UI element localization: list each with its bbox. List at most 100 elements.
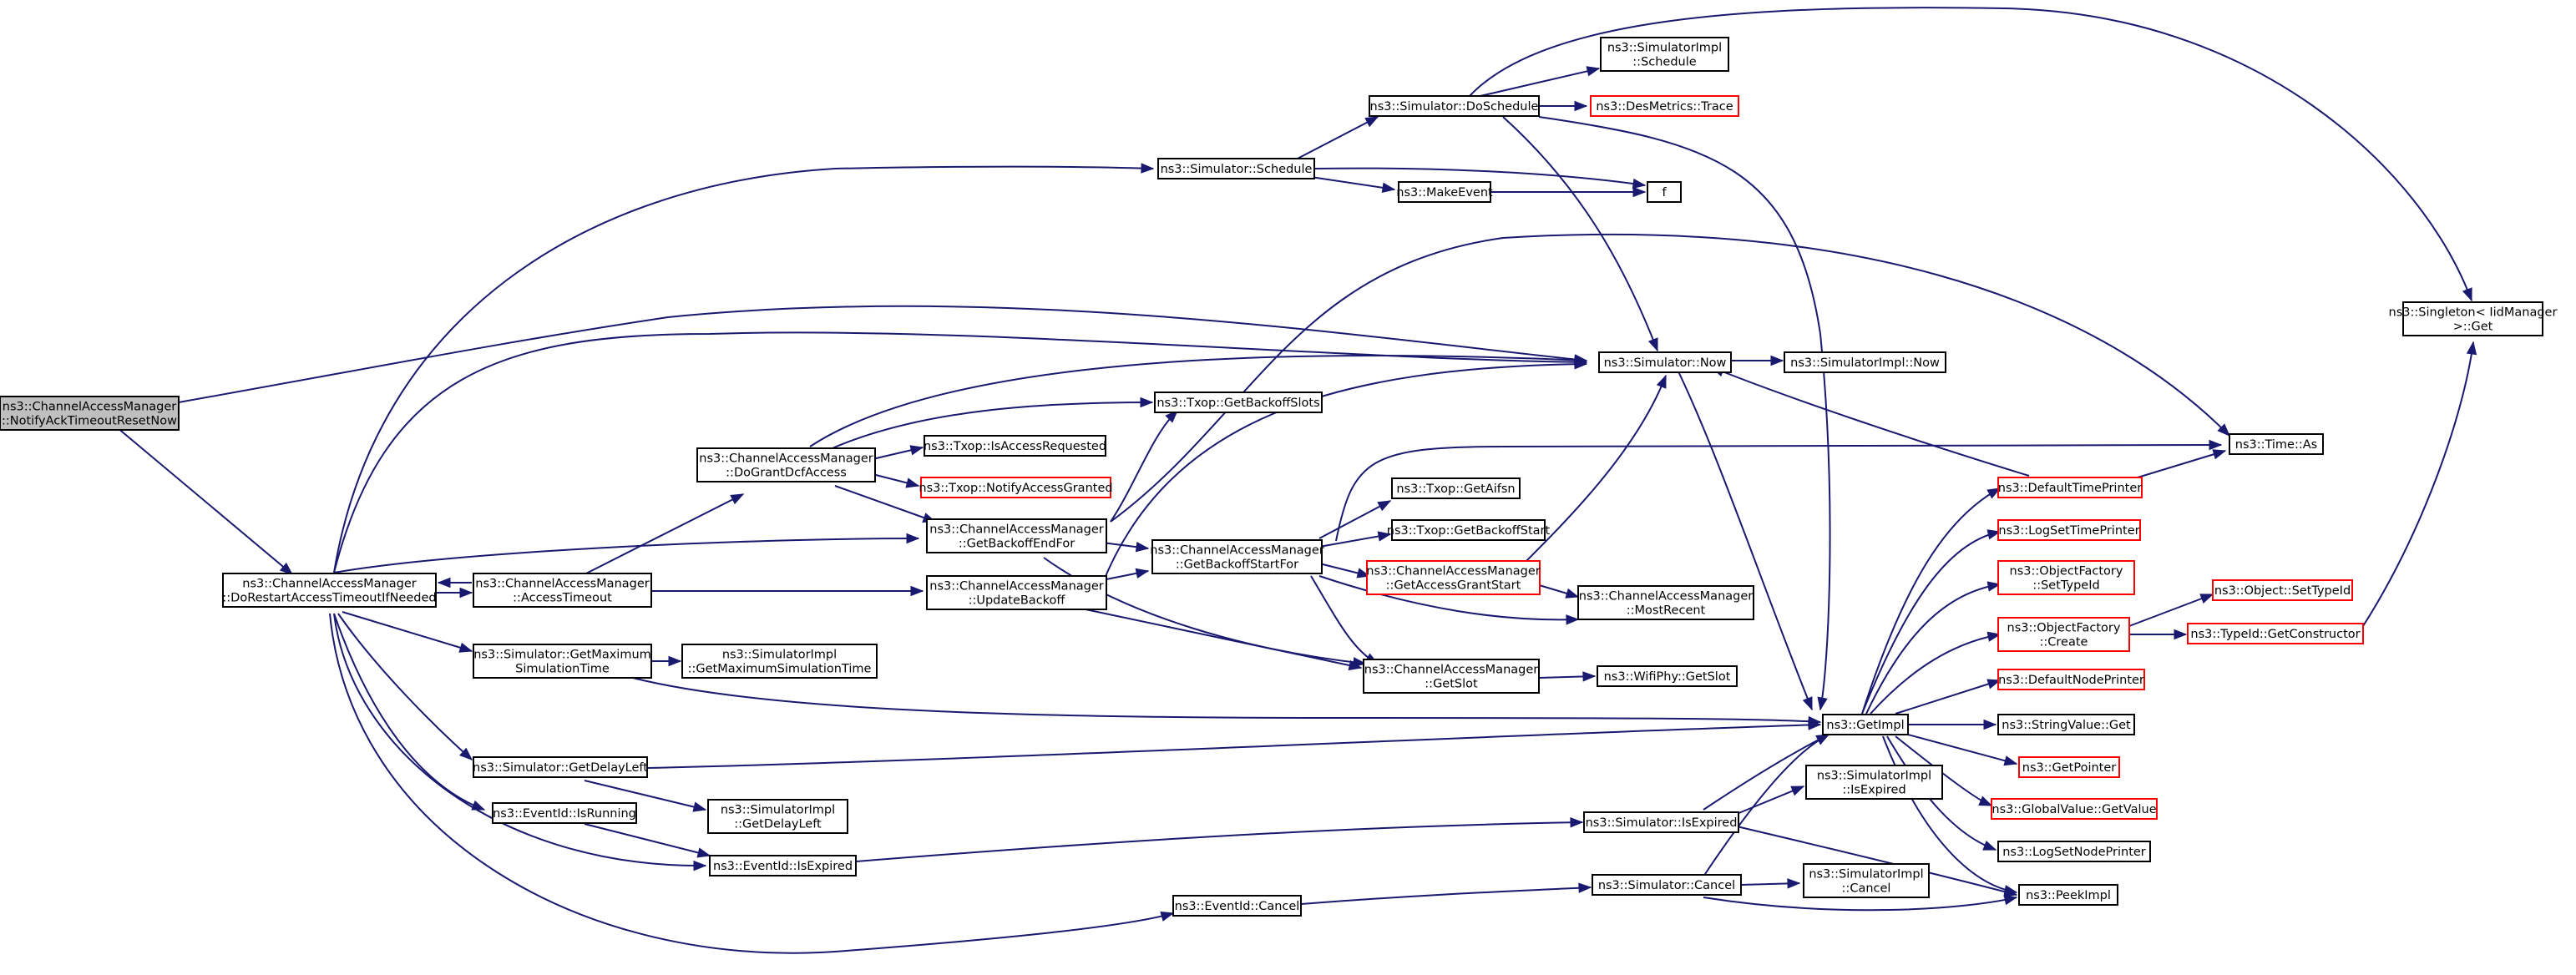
node-label: ns3::Simulator::Cancel xyxy=(1598,879,1735,892)
arrowhead xyxy=(1787,878,1801,889)
node-box xyxy=(1590,95,1739,117)
node-most-recent[interactable]: ns3::ChannelAccessManager::MostRecent xyxy=(1577,585,1754,620)
edge-maxsim-getimpl xyxy=(625,675,1821,723)
node-global-val[interactable]: ns3::GlobalValue::GetValue xyxy=(1991,798,2158,820)
node-backoff-start[interactable]: ns3::ChannelAccessManager::GetBackoffSta… xyxy=(1150,539,1324,574)
node-label: ns3::Txop::GetBackoffStart xyxy=(1387,524,1551,538)
node-box xyxy=(2229,433,2324,455)
node-get-ptr[interactable]: ns3::GetPointer xyxy=(2018,756,2120,778)
node-access-timeout[interactable]: ns3::ChannelAccessManager::AccessTimeout xyxy=(473,573,652,608)
node-access-grant[interactable]: ns3::ChannelAccessManager::GetAccessGran… xyxy=(1366,560,1541,595)
node-impl-expired[interactable]: ns3::SimulatorImpl::IsExpired xyxy=(1805,765,1943,800)
node-label: ns3::Singleton< IidManager xyxy=(2389,306,2558,320)
node-of-set-type[interactable]: ns3::ObjectFactory::SetTypeId xyxy=(1997,560,2135,595)
arrowhead xyxy=(910,585,924,597)
node-label: ::GetBackoffStartFor xyxy=(1176,558,1298,572)
edge-updatebackoff-getslot xyxy=(1085,609,1362,669)
arrowhead xyxy=(1141,163,1155,174)
node-def-time[interactable]: ns3::DefaultTimePrinter xyxy=(1997,477,2143,498)
node-label: ns3::ChannelAccessManager xyxy=(1366,565,1541,578)
arrowhead xyxy=(1364,116,1379,128)
arrowhead xyxy=(1815,734,1830,745)
arrowhead xyxy=(1790,786,1805,796)
node-time-as[interactable]: ns3::Time::As xyxy=(2229,433,2324,455)
node-box xyxy=(473,756,648,778)
node-txop-req[interactable]: ns3::Txop::IsAccessRequested xyxy=(924,435,1106,457)
node-txop-aifsn[interactable]: ns3::Txop::GetAifsn xyxy=(1391,477,1521,499)
node-label: SimulationTime xyxy=(515,663,610,676)
node-label: ns3::GetImpl xyxy=(1826,719,1904,732)
node-box xyxy=(2018,884,2118,906)
node-sim-cancel[interactable]: ns3::Simulator::Cancel xyxy=(1592,874,1742,896)
node-of-create[interactable]: ns3::ObjectFactory::Create xyxy=(1997,617,2130,652)
node-get-impl[interactable]: ns3::GetImpl xyxy=(1822,714,1909,735)
node-root[interactable]: ns3::ChannelAccessManager::NotifyAckTime… xyxy=(0,396,180,431)
node-impl-cancel[interactable]: ns3::SimulatorImpl::Cancel xyxy=(1803,863,1930,898)
node-wifi-slot[interactable]: ns3::WifiPhy::GetSlot xyxy=(1597,665,1738,687)
node-type-ctor[interactable]: ns3::TypeId::GetConstructor xyxy=(2187,623,2364,644)
node-do-grant[interactable]: ns3::ChannelAccessManager::DoGrantDcfAcc… xyxy=(696,447,876,482)
node-event-cancel[interactable]: ns3::EventId::Cancel xyxy=(1172,895,1302,917)
node-txop-notify[interactable]: ns3::Txop::NotifyAccessGranted xyxy=(919,477,1113,498)
edge-dogrant-backoffend xyxy=(834,485,936,523)
arrowhead xyxy=(668,655,682,667)
node-label: ns3::ChannelAccessManager xyxy=(1364,664,1539,677)
node-label: ns3::Txop::IsAccessRequested xyxy=(924,440,1106,453)
arrowhead xyxy=(2466,341,2477,356)
arrowhead xyxy=(1808,720,1822,730)
node-f[interactable]: f xyxy=(1647,181,1682,203)
node-sim-expired[interactable]: ns3::Simulator::IsExpired xyxy=(1583,811,1739,833)
node-update-backoff[interactable]: ns3::ChannelAccessManager::UpdateBackoff xyxy=(926,575,1107,610)
node-make-event[interactable]: ns3::MakeEvent xyxy=(1396,181,1493,203)
node-get-slot[interactable]: ns3::ChannelAccessManager::GetSlot xyxy=(1363,659,1540,694)
node-sim-schedule[interactable]: ns3::Simulator::Schedule xyxy=(1157,158,1315,179)
node-impl-max-sim[interactable]: ns3::SimulatorImpl::GetMaximumSimulation… xyxy=(681,644,878,679)
node-log-set-node[interactable]: ns3::LogSetNodePrinter xyxy=(1997,841,2151,862)
edge-eventexpired-simexpired xyxy=(855,821,1583,862)
arrowhead xyxy=(459,587,473,599)
node-impl-delay[interactable]: ns3::SimulatorImpl::GetDelayLeft xyxy=(707,799,848,834)
arrowhead xyxy=(2003,895,2018,906)
node-des-metrics[interactable]: ns3::DesMetrics::Trace xyxy=(1590,95,1739,117)
arrowhead xyxy=(1586,66,1601,77)
edge-doschedule-now xyxy=(1502,116,1658,351)
node-txop-slots[interactable]: ns3::Txop::GetBackoffSlots xyxy=(1154,392,1323,413)
arrowhead xyxy=(1377,500,1392,512)
node-box xyxy=(1398,181,1491,203)
node-label: ns3::ChannelAccessManager xyxy=(475,578,650,591)
node-log-set-time[interactable]: ns3::LogSetTimePrinter xyxy=(1997,519,2141,541)
node-box xyxy=(2212,579,2353,601)
edge-simcancel-getimpl xyxy=(1703,734,1830,877)
node-label: ns3::SimulatorImpl xyxy=(721,804,835,817)
node-peek-impl[interactable]: ns3::PeekImpl xyxy=(2018,884,2118,906)
node-label: ns3::SimulatorImpl xyxy=(722,649,837,662)
node-label: ::Cancel xyxy=(1842,882,1891,896)
node-backoff-end[interactable]: ns3::ChannelAccessManager::GetBackoffEnd… xyxy=(926,518,1107,553)
node-do-schedule[interactable]: ns3::Simulator::DoSchedule xyxy=(1369,95,1540,117)
arrowhead xyxy=(1770,355,1784,366)
arrowhead xyxy=(1986,581,2002,592)
node-is-running[interactable]: ns3::EventId::IsRunning xyxy=(492,802,637,824)
edge-delayleft-getimpl xyxy=(646,724,1821,769)
node-txop-start[interactable]: ns3::Txop::GetBackoffStart xyxy=(1387,519,1551,541)
node-singleton[interactable]: ns3::Singleton< IidManager >::Get xyxy=(2389,301,2558,336)
node-box xyxy=(696,447,876,482)
node-obj-set-type[interactable]: ns3::Object::SetTypeId xyxy=(2212,579,2353,601)
node-impl-now[interactable]: ns3::SimulatorImpl::Now xyxy=(1784,351,1946,373)
node-delay-left[interactable]: ns3::Simulator::GetDelayLeft xyxy=(473,756,648,778)
node-label: ::GetSlot xyxy=(1425,678,1478,691)
node-max-sim[interactable]: ns3::Simulator::GetMaximumSimulationTime xyxy=(473,644,652,679)
call-edges xyxy=(116,7,2477,954)
node-sim-now[interactable]: ns3::Simulator::Now xyxy=(1598,351,1732,373)
edge-dorestart-now xyxy=(333,331,1587,573)
node-def-node[interactable]: ns3::DefaultNodePrinter xyxy=(1997,669,2145,690)
node-do-restart[interactable]: ns3::ChannelAccessManager::DoRestartAcce… xyxy=(222,573,437,608)
node-impl-schedule[interactable]: ns3::SimulatorImpl::Schedule xyxy=(1600,37,1729,72)
node-box xyxy=(1366,560,1541,595)
node-label: ns3::EventId::Cancel xyxy=(1175,900,1300,913)
node-str-get[interactable]: ns3::StringValue::Get xyxy=(1997,714,2135,735)
node-event-expired[interactable]: ns3::EventId::IsExpired xyxy=(709,855,857,876)
arrowhead xyxy=(1986,679,2002,690)
node-label: ::SetTypeId xyxy=(2032,579,2099,593)
